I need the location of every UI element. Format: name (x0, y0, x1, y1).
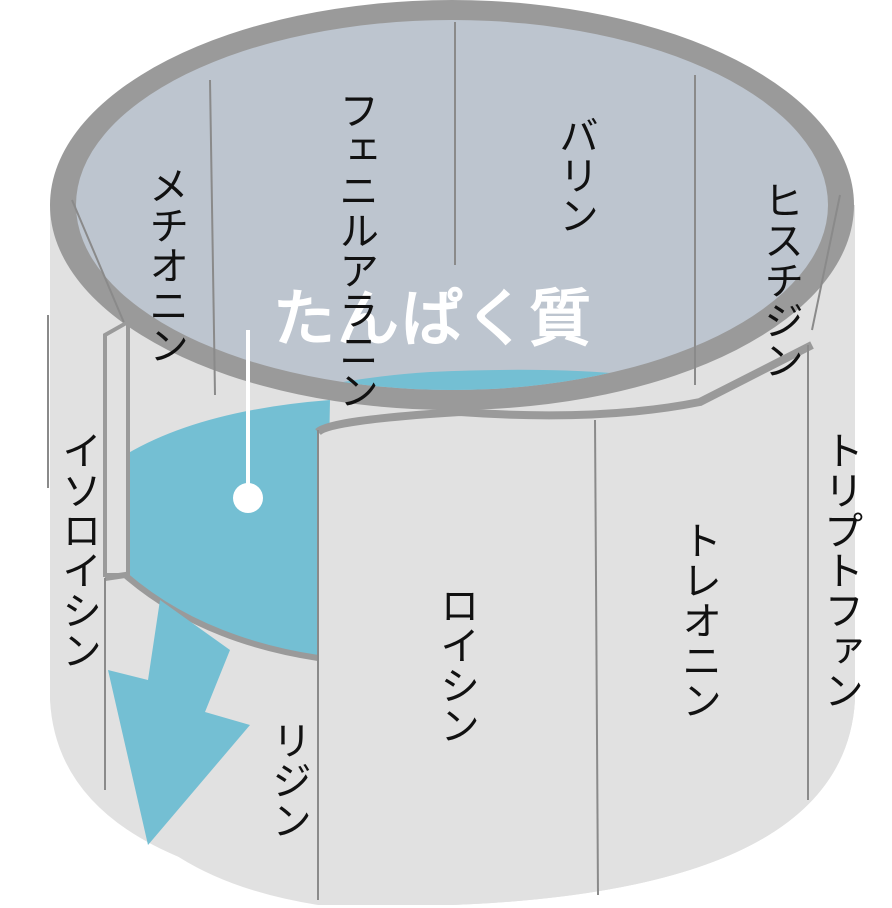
label-tryptophan: トリプトファン (817, 430, 863, 710)
front-right-top-edge (315, 341, 814, 436)
label-threonine: トレオニン (675, 520, 721, 720)
title-pointer-dot (233, 483, 263, 513)
broken-stave-edge (104, 571, 319, 661)
label-lysine: リジン (265, 720, 311, 840)
inner-stave-lines (71, 22, 841, 396)
outer-stave-lines (317, 345, 809, 900)
label-phenylalanine: フェニルアラニン (332, 90, 378, 410)
label-methionine: メチオニン (142, 165, 188, 365)
label-isoleucine: イソロイシン (55, 430, 101, 670)
leak-arrow (108, 600, 250, 845)
inner-wall (76, 20, 828, 390)
label-leucine: ロイシン (433, 585, 479, 745)
front-left-panel (103, 318, 130, 577)
diagram-title: たんぱく質 (273, 282, 593, 355)
label-valine: バリン (552, 115, 598, 235)
liquid-lower (125, 400, 330, 660)
label-histidine: ヒスチジン (757, 180, 803, 380)
front-right-staves (318, 300, 855, 905)
